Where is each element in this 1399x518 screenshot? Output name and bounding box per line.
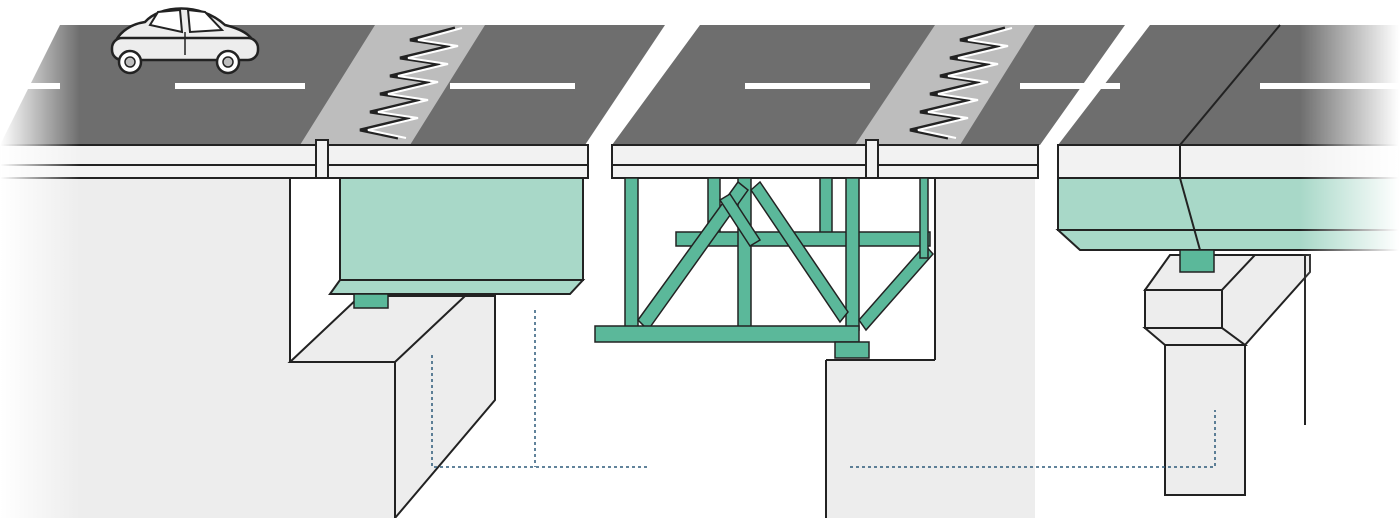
expansion-joint-right [855,25,1035,145]
bearing [1179,249,1215,273]
pier-column [1164,255,1306,496]
expansion-joint-left [300,25,485,145]
leader-lines [431,310,1216,468]
substructure [0,178,1311,518]
left-fade [0,0,80,518]
center-abutment [826,178,1035,518]
left-abutment [0,178,395,518]
right-fade [1300,0,1399,330]
box-girder [328,177,586,309]
deck-edges [0,139,1399,179]
car-icon [110,7,260,75]
steel-truss [594,177,935,359]
pier-cap-beam [1142,254,1311,347]
